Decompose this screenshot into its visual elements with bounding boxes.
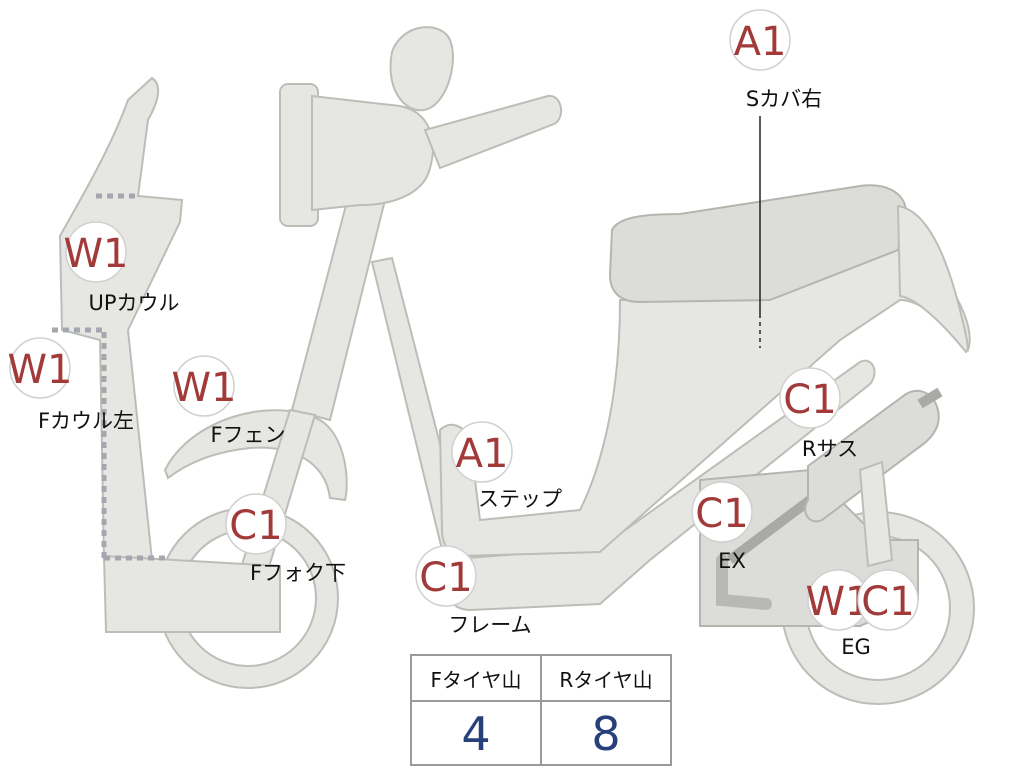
- callout-f-fender[interactable]: W1 Fフェン: [172, 355, 286, 447]
- tire-table-header: Fタイヤ山 Rタイヤ山: [412, 656, 670, 702]
- svg-text:UPカウル: UPカウル: [88, 291, 179, 315]
- callout-f-cowl-left[interactable]: W1 Fカウル左: [8, 337, 135, 433]
- svg-text:EG: EG: [841, 635, 871, 659]
- callout-r-suspension[interactable]: C1 Rサス: [779, 367, 858, 461]
- svg-text:Fフォク下: Fフォク下: [250, 561, 346, 585]
- svg-text:C1: C1: [695, 491, 748, 537]
- exhaust-pipe: [716, 554, 772, 610]
- svg-text:ステップ: ステップ: [478, 487, 562, 511]
- tire-tread-table: Fタイヤ山 Rタイヤ山 4 8: [410, 654, 672, 766]
- seat: [608, 184, 908, 304]
- svg-text:C1: C1: [419, 555, 472, 601]
- rear-tire-header: Rタイヤ山: [540, 656, 670, 700]
- svg-text:Sカバ右: Sカバ右: [746, 87, 822, 111]
- callout-engine[interactable]: W1 C1 EG: [806, 569, 919, 659]
- svg-text:Fフェン: Fフェン: [210, 423, 285, 447]
- svg-text:フレーム: フレーム: [448, 613, 531, 637]
- svg-text:C1: C1: [861, 579, 914, 625]
- rear-suspension: [858, 460, 894, 568]
- callout-f-fork-lower[interactable]: C1 Fフォク下: [225, 493, 346, 585]
- callout-s-cover-right[interactable]: A1 Sカバ右: [729, 9, 822, 111]
- svg-text:A1: A1: [456, 431, 509, 477]
- muffler-tip: [917, 387, 943, 409]
- rear-muffler: [804, 389, 940, 523]
- callout-frame[interactable]: C1 フレーム: [415, 545, 532, 637]
- svg-text:C1: C1: [229, 503, 282, 549]
- mirror: [389, 26, 454, 112]
- handlebar: [423, 94, 563, 170]
- cowl-dash-guides: [52, 193, 168, 561]
- callout-up-cowl[interactable]: W1 UPカウル: [64, 221, 180, 315]
- front-cowl: [58, 76, 184, 561]
- front-tire-value: 4: [461, 707, 491, 761]
- svg-text:W1: W1: [64, 231, 129, 277]
- svg-text:W1: W1: [172, 365, 237, 411]
- svg-text:Rサス: Rサス: [802, 437, 858, 461]
- exhaust-link: [727, 496, 813, 564]
- handlebar-cover: [311, 94, 434, 212]
- floor-front: [102, 554, 281, 633]
- rear-tire-value: 8: [540, 702, 670, 766]
- callout-exhaust[interactable]: C1 EX: [691, 481, 753, 573]
- tire-table-values: 4 8: [412, 702, 670, 766]
- callout-step[interactable]: A1 ステップ: [451, 421, 562, 511]
- front-tire-header: Fタイヤ山: [430, 667, 522, 692]
- svg-text:Fカウル左: Fカウル左: [38, 409, 134, 433]
- tail: [896, 204, 969, 354]
- svg-text:C1: C1: [783, 377, 836, 423]
- svg-text:A1: A1: [734, 19, 787, 65]
- svg-text:EX: EX: [718, 549, 746, 573]
- svg-text:W1: W1: [8, 347, 73, 393]
